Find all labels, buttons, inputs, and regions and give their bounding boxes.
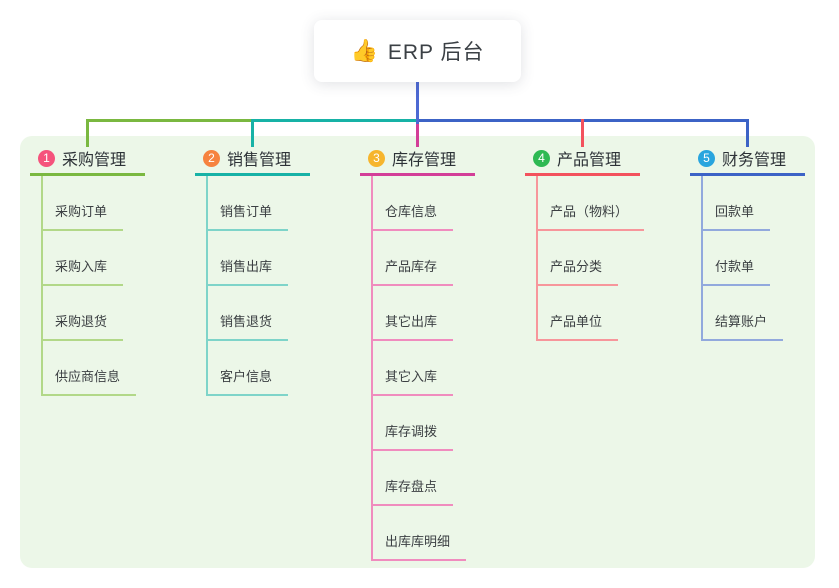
child-node[interactable]: 库存盘点 bbox=[371, 478, 454, 506]
child-node[interactable]: 产品库存 bbox=[371, 258, 454, 286]
child-node[interactable]: 客户信息 bbox=[206, 368, 289, 396]
child-node[interactable]: 采购入库 bbox=[41, 258, 124, 286]
branch-node-2[interactable]: 2 销售管理 bbox=[195, 147, 310, 176]
bus-segment-teal bbox=[252, 119, 417, 122]
child-node[interactable]: 采购订单 bbox=[41, 203, 124, 231]
child-node[interactable]: 其它入库 bbox=[371, 368, 454, 396]
branch-index-badge: 3 bbox=[368, 149, 385, 167]
branch-riser-2 bbox=[251, 119, 254, 147]
branch-index-badge: 1 bbox=[38, 149, 55, 167]
branch-label: 采购管理 bbox=[62, 152, 127, 169]
branch-label: 财务管理 bbox=[722, 152, 787, 169]
branch-index-badge: 2 bbox=[203, 149, 220, 167]
branch-label: 库存管理 bbox=[392, 152, 457, 169]
child-node[interactable]: 销售出库 bbox=[206, 258, 289, 286]
branch-riser-4 bbox=[581, 119, 584, 147]
child-node[interactable]: 产品分类 bbox=[536, 258, 619, 286]
branches-panel bbox=[20, 136, 815, 568]
child-node[interactable]: 采购退货 bbox=[41, 313, 124, 341]
child-node[interactable]: 回款单 bbox=[701, 203, 771, 231]
child-node[interactable]: 付款单 bbox=[701, 258, 771, 286]
branch-children-connector bbox=[206, 176, 208, 396]
root-label: ERP 后台 bbox=[387, 41, 485, 64]
thumbs-up-icon: 👍 bbox=[350, 38, 378, 63]
branch-label: 产品管理 bbox=[557, 152, 622, 169]
root-connector bbox=[416, 82, 419, 124]
branch-node-5[interactable]: 5 财务管理 bbox=[690, 147, 805, 176]
child-node[interactable]: 出库库明细 bbox=[371, 533, 467, 561]
child-node[interactable]: 仓库信息 bbox=[371, 203, 454, 231]
branch-riser-3 bbox=[416, 124, 419, 147]
branch-node-3[interactable]: 3 库存管理 bbox=[360, 147, 475, 176]
branch-node-4[interactable]: 4 产品管理 bbox=[525, 147, 640, 176]
bus-segment-green bbox=[86, 119, 254, 122]
child-node[interactable]: 库存调拨 bbox=[371, 423, 454, 451]
child-node[interactable]: 供应商信息 bbox=[41, 368, 137, 396]
branch-node-1[interactable]: 1 采购管理 bbox=[30, 147, 145, 176]
branch-riser-5 bbox=[746, 119, 749, 147]
root-node[interactable]: 👍 ERP 后台 bbox=[314, 20, 521, 82]
child-node[interactable]: 产品（物料） bbox=[536, 203, 645, 231]
branch-children-connector bbox=[41, 176, 43, 396]
branch-riser-1 bbox=[86, 119, 89, 147]
child-node[interactable]: 其它出库 bbox=[371, 313, 454, 341]
child-node[interactable]: 销售退货 bbox=[206, 313, 289, 341]
branch-index-badge: 5 bbox=[698, 149, 715, 167]
child-node[interactable]: 产品单位 bbox=[536, 313, 619, 341]
branch-children-connector bbox=[701, 176, 703, 341]
child-node[interactable]: 销售订单 bbox=[206, 203, 289, 231]
branch-children-connector bbox=[371, 176, 373, 561]
branch-children-connector bbox=[536, 176, 538, 341]
branch-label: 销售管理 bbox=[227, 152, 292, 169]
child-node[interactable]: 结算账户 bbox=[701, 313, 784, 341]
branch-index-badge: 4 bbox=[533, 149, 550, 167]
